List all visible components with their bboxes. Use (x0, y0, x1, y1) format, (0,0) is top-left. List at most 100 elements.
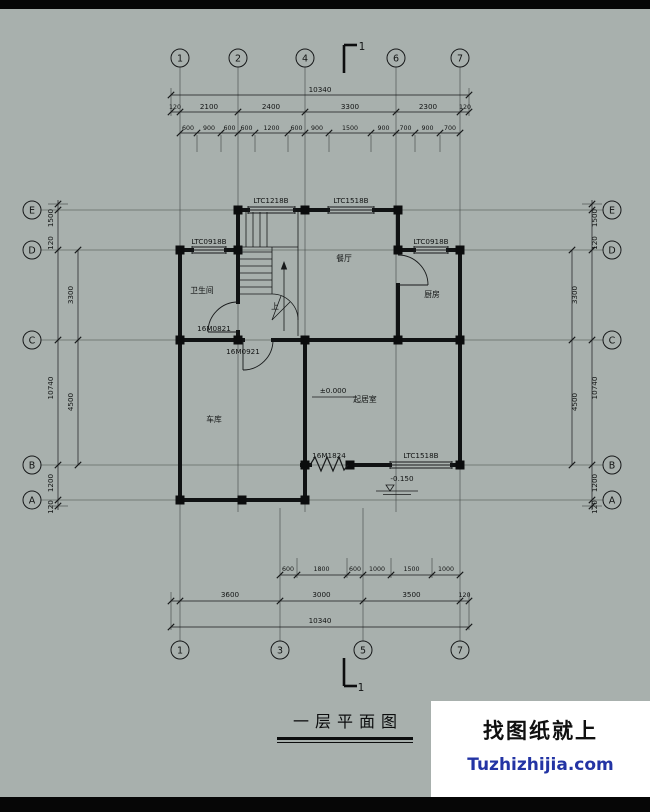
axis-grid-lines (41, 67, 603, 641)
dim-label: 700 (399, 125, 411, 132)
axis-label: 1 (177, 54, 183, 65)
room-label-dining: 餐厅 (336, 254, 352, 263)
door-symbols (207, 254, 429, 371)
axis-label: 3 (277, 646, 283, 657)
dim-label: 600 (240, 125, 252, 132)
dim-label: 1200 (590, 473, 599, 492)
window-symbols (191, 206, 453, 469)
dimension-lines (57, 94, 593, 628)
section-cut-marks (342, 43, 357, 688)
room-label-garage: 车库 (206, 414, 222, 424)
section-label: 1 (358, 682, 365, 694)
dim-label: 1500 (342, 125, 358, 132)
dim-label: 3300 (341, 102, 360, 111)
dim-label: 10340 (309, 616, 332, 625)
dim-label: 10340 (309, 85, 332, 94)
top-black-bar (0, 0, 650, 9)
room-label-kitchen: 厨房 (424, 289, 440, 299)
dim-label: 120 (46, 500, 55, 514)
level-mark-symbols (312, 396, 418, 495)
axis-label: 6 (393, 54, 399, 65)
window-tag: LTC1518B (403, 451, 438, 460)
dim-label: 600 (282, 566, 294, 573)
dim-label: 900 (203, 125, 215, 132)
dim-label: 600 (223, 125, 235, 132)
axis-label: E (609, 206, 615, 217)
axis-label: 2 (235, 54, 241, 65)
dimension-ticks (54, 91, 596, 631)
columns (175, 205, 465, 505)
dim-label: 1000 (369, 566, 385, 573)
staircase (240, 212, 299, 336)
dim-label: 3300 (66, 285, 75, 304)
axis-label: D (28, 246, 35, 257)
door-tag: 16M1824 (312, 451, 346, 460)
dim-label: 1500 (46, 208, 55, 227)
axis-label: 7 (457, 646, 463, 657)
dim-label: 2100 (200, 102, 219, 111)
dim-label: 4500 (66, 392, 75, 411)
dim-label: 900 (421, 125, 433, 132)
dim-label: 600 (182, 125, 194, 132)
dim-label: 3000 (312, 590, 331, 599)
axis-label: 5 (360, 646, 366, 657)
axis-label: A (609, 496, 616, 507)
folding-door-zigzag (309, 455, 349, 473)
dim-label: 900 (311, 125, 323, 132)
axis-label: 1 (177, 646, 183, 657)
room-label-living: 起居室 (353, 394, 377, 404)
axis-label: 7 (457, 54, 463, 65)
level-label-porch: -0.150 (390, 474, 414, 483)
level-label-ground: ±0.000 (320, 386, 347, 395)
dim-label: 1500 (403, 566, 419, 573)
axis-label: E (29, 206, 35, 217)
dim-label: 1800 (313, 566, 329, 573)
watermark-box: 找图纸就上 Tuzhizhijia.com (431, 701, 650, 797)
axis-label: B (29, 461, 36, 472)
extension-lines (48, 88, 602, 630)
bottom-black-bar (0, 797, 650, 812)
dim-label: 1200 (46, 473, 55, 492)
dim-label: 1200 (263, 125, 279, 132)
window-tag: LTC0918B (413, 237, 448, 246)
dim-label: 120 (169, 104, 181, 111)
axis-label: A (29, 496, 36, 507)
dim-label: 10740 (46, 376, 55, 399)
title-underline-thick (277, 737, 413, 740)
door-tag: 16M0821 (197, 324, 231, 333)
door-tag: 16M0921 (226, 347, 260, 356)
window-tag: LTC1518B (333, 196, 368, 205)
dim-label: 120 (46, 236, 55, 250)
title-underline-thin (277, 742, 413, 743)
dim-label: 3500 (402, 590, 421, 599)
axis-label: C (609, 336, 616, 347)
dim-label: 120 (458, 592, 470, 599)
dim-label: 1000 (438, 566, 454, 573)
drawing-title: 一层平面图 (277, 708, 413, 743)
dim-label: 2400 (262, 102, 281, 111)
dim-label: 700 (444, 125, 456, 132)
dim-label: 3600 (221, 590, 240, 599)
dim-label: 4500 (570, 392, 579, 411)
dim-label: 2300 (419, 102, 438, 111)
dim-label: 900 (377, 125, 389, 132)
room-label-bathroom: 卫生间 (190, 285, 214, 295)
dim-label: 600 (290, 125, 302, 132)
axis-label: B (609, 461, 616, 472)
watermark-site-url[interactable]: Tuzhizhijia.com (467, 755, 614, 775)
dim-label: 10740 (590, 376, 599, 399)
watermark-text-cn: 找图纸就上 (483, 719, 598, 743)
window-tag: LTC0918B (191, 237, 226, 246)
dim-label: 3300 (570, 285, 579, 304)
dim-label: 600 (349, 566, 361, 573)
window-tag: LTC1218B (253, 196, 288, 205)
drawing-title-text: 一层平面图 (292, 712, 403, 731)
section-label: 1 (359, 41, 366, 53)
axis-label: D (608, 246, 615, 257)
axis-label: C (29, 336, 36, 347)
dim-label: 120 (590, 500, 599, 514)
dim-label: 1500 (590, 208, 599, 227)
dim-label: 120 (459, 104, 471, 111)
